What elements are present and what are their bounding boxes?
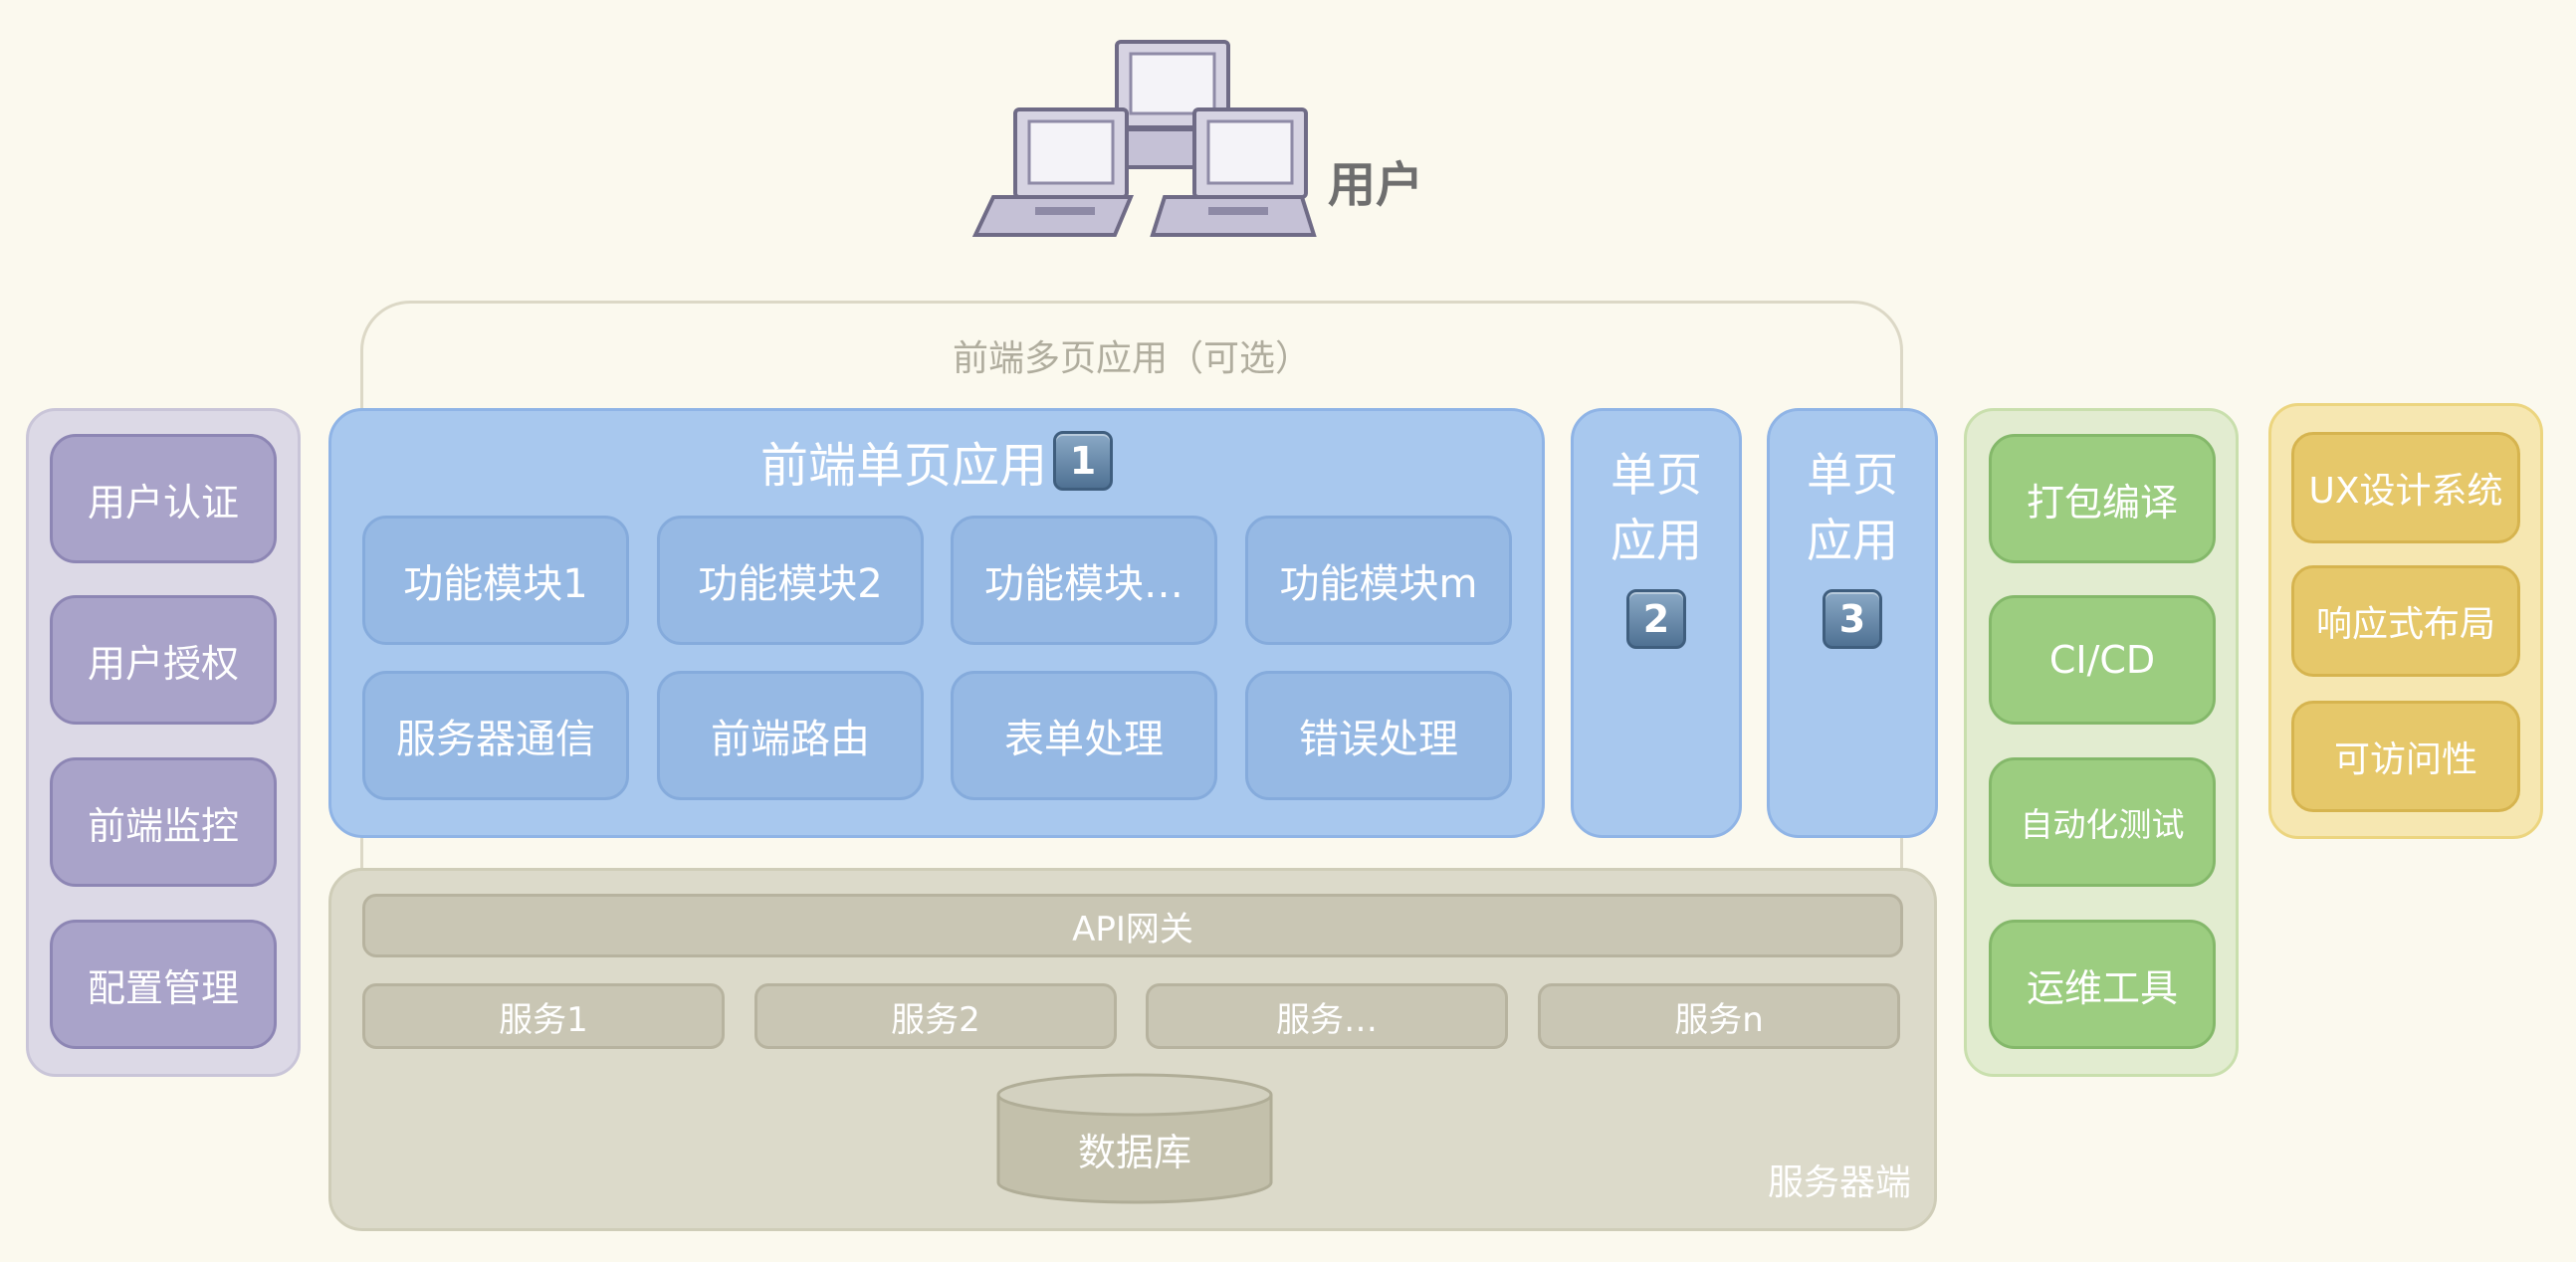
ci-cd: CI/CD <box>1989 595 2216 725</box>
user-authorization: 用户授权 <box>50 595 277 725</box>
error-handling-module: 错误处理 <box>1245 671 1512 800</box>
badge-1-icon: 1 <box>1053 431 1113 491</box>
service-1: 服务1 <box>362 983 725 1049</box>
module-2: 功能模块2 <box>657 516 924 645</box>
users-label: 用户 <box>1328 157 1424 213</box>
frontend-monitoring: 前端监控 <box>50 757 277 887</box>
users-laptops-icon <box>971 40 1317 237</box>
config-management: 配置管理 <box>50 920 277 1049</box>
automated-testing: 自动化测试 <box>1989 757 2216 887</box>
spa-main-title-text: 前端单页应用 <box>759 438 1047 494</box>
service-2: 服务2 <box>754 983 1117 1049</box>
database-icon <box>996 1073 1273 1204</box>
module-1: 功能模块1 <box>362 516 629 645</box>
accessibility: 可访问性 <box>2291 701 2520 812</box>
frontend-routing-module: 前端路由 <box>657 671 924 800</box>
badge-2-icon: 2 <box>1626 589 1686 649</box>
server-side-label: 服务器端 <box>1767 1162 1911 1203</box>
spa-2-line1: 单页 <box>1610 448 1702 502</box>
build-compile: 打包编译 <box>1989 434 2216 563</box>
database-label: 数据库 <box>1077 1130 1191 1174</box>
responsive-layout: 响应式布局 <box>2291 565 2520 677</box>
module-ellipsis: 功能模块… <box>951 516 1217 645</box>
spa-3-content: 单页 应用 3 <box>1767 422 1938 820</box>
badge-3-icon: 3 <box>1823 589 1882 649</box>
service-ellipsis: 服务… <box>1146 983 1508 1049</box>
spa-3-line2: 应用 <box>1807 514 1898 567</box>
module-m: 功能模块m <box>1245 516 1512 645</box>
api-gateway: API网关 <box>362 894 1903 957</box>
ux-design-system: UX设计系统 <box>2291 432 2520 543</box>
multipage-app-label: 前端多页应用（可选） <box>952 338 1311 379</box>
server-communication-module: 服务器通信 <box>362 671 629 800</box>
spa-main-title: 前端单页应用 1 <box>328 426 1545 496</box>
user-authentication: 用户认证 <box>50 434 277 563</box>
spa-2-content: 单页 应用 2 <box>1571 422 1742 820</box>
form-handling-module: 表单处理 <box>951 671 1217 800</box>
spa-3-line1: 单页 <box>1807 448 1898 502</box>
spa-2-line2: 应用 <box>1610 514 1702 567</box>
ops-tools: 运维工具 <box>1989 920 2216 1049</box>
service-n: 服务n <box>1538 983 1900 1049</box>
